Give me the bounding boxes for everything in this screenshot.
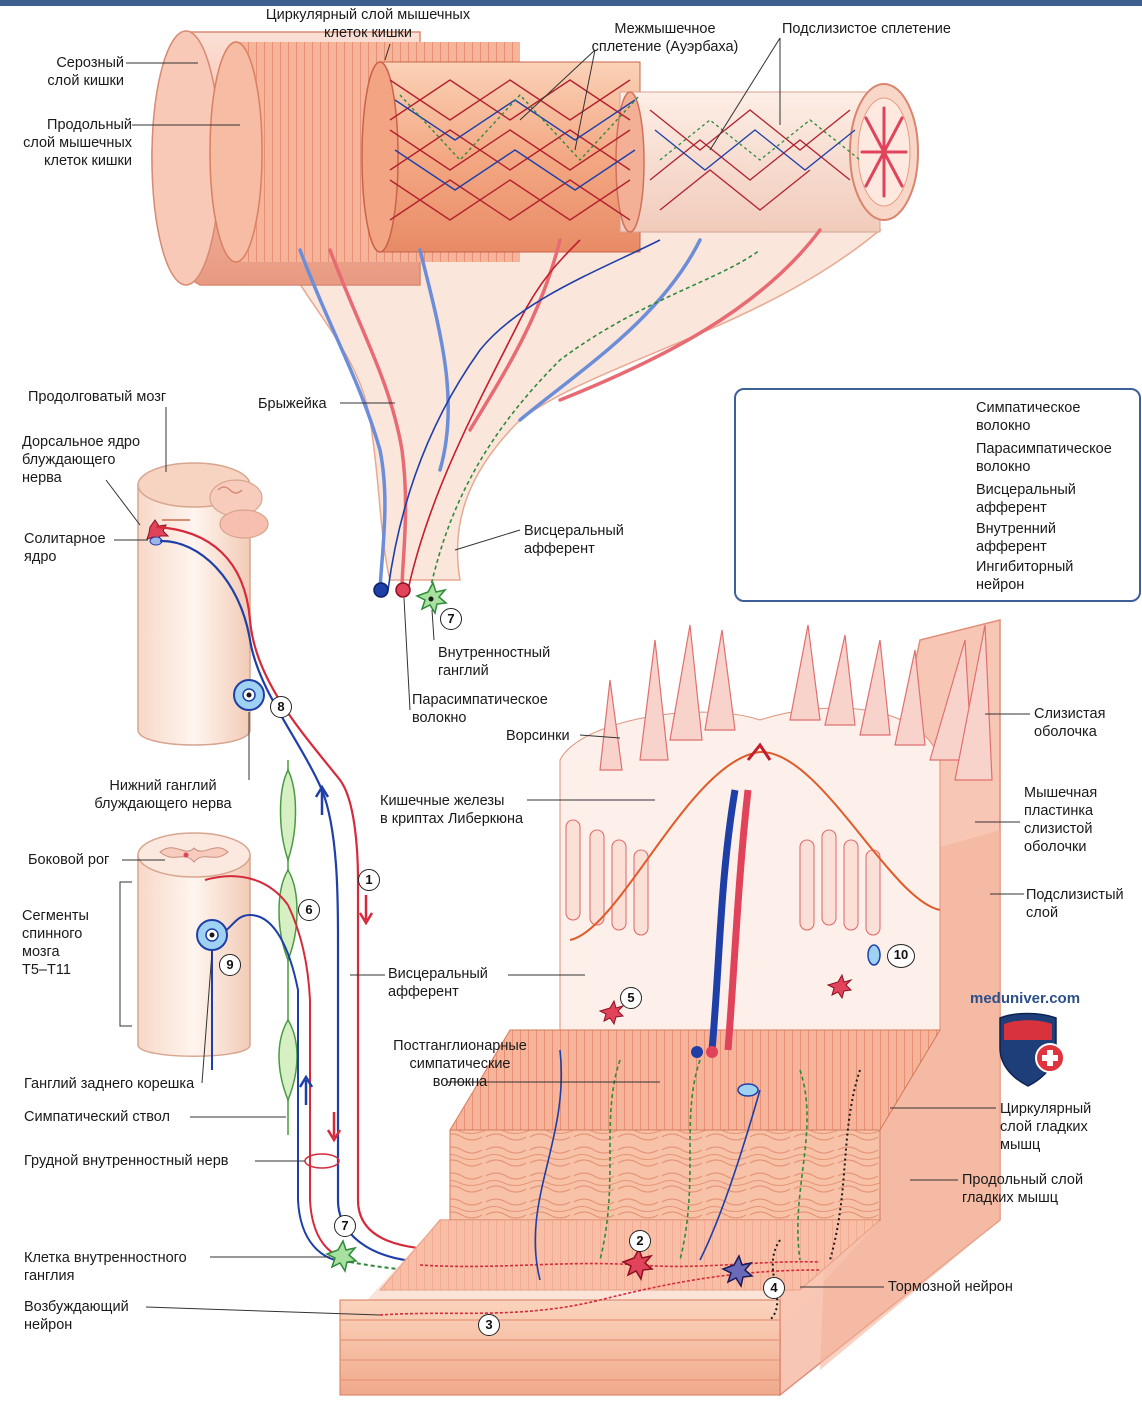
splanchnic-nerve-label: Грудной внутренностный нерв — [24, 1152, 228, 1170]
inhibitory-neuron-label: Тормозной нейрон — [888, 1278, 1013, 1296]
circular-muscle-label: Циркулярный слой мышечных клеток кишки — [248, 6, 488, 42]
marker-2: 2 — [629, 1230, 651, 1252]
medulla-label: Продолговатый мозг — [28, 388, 166, 406]
visceral-afferent-top-label: Висцеральный афферент — [524, 522, 624, 558]
submucosa-label: Подслизистый слой — [1026, 886, 1124, 922]
dorsal-vagal-nucleus-label: Дорсальное ядро блуждающего нерва — [22, 433, 140, 487]
meduniver-shield-logo — [1000, 1014, 1064, 1087]
marker-6: 6 — [298, 899, 320, 921]
marker-3: 3 — [478, 1314, 500, 1336]
visceral-ganglion-cell-label: Клетка внутренностного ганглия — [24, 1249, 187, 1285]
marker-5: 5 — [620, 987, 642, 1009]
serosa-label: Серозный слой кишки — [20, 54, 124, 90]
mucosa-label: Слизистая оболочка — [1034, 705, 1105, 741]
sympathetic-trunk-label: Симпатический ствол — [24, 1108, 170, 1126]
spinal-cord-segment — [138, 833, 250, 1056]
visceral-afferent-mid-label: Висцеральный афферент — [388, 965, 488, 1001]
marker-8: 8 — [270, 696, 292, 718]
excitatory-neuron-label: Возбуждающий нейрон — [24, 1298, 129, 1334]
circular-smooth-muscle-label: Циркулярный слой гладких мышц — [1000, 1100, 1091, 1154]
visceral-ganglion-label: Внутренностный ганглий — [438, 644, 550, 680]
myenteric-plexus-label: Межмышечное сплетение (Ауэрбаха) — [576, 20, 754, 56]
marker-1: 1 — [358, 869, 380, 891]
drg-label: Ганглий заднего корешка — [24, 1075, 194, 1093]
marker-10: 10 — [887, 944, 915, 968]
marker-4: 4 — [763, 1277, 785, 1299]
marker-9: 9 — [219, 954, 241, 976]
legend-visceral-afferent-text: Висцеральный афферент — [976, 481, 1076, 517]
visceral-ganglion-cell — [327, 1241, 356, 1271]
postganglionic-fibers-label: Постганглионарные симпатические волокна — [382, 1037, 538, 1091]
legend-sympathetic-text: Симпатическое волокно — [976, 399, 1080, 435]
submucosal-plexus-label: Подслизистое сплетение — [782, 20, 951, 38]
marker-7-top: 7 — [440, 608, 462, 630]
legend-intrinsic-afferent-text: Внутренний афферент — [976, 520, 1056, 556]
solitary-nucleus-label: Солитарное ядро — [24, 530, 106, 566]
nodose-ganglion-label: Нижний ганглий блуждающего нерва — [76, 777, 250, 813]
marker-7-bottom: 7 — [334, 1215, 356, 1237]
spinal-segments-label: Сегменты спинного мозга T5–T11 — [22, 907, 89, 979]
mesentery-label: Брыжейка — [258, 395, 327, 413]
lateral-horn-label: Боковой рог — [28, 851, 109, 869]
longitudinal-muscle-label: Продольный слой мышечных клеток кишки — [8, 116, 132, 170]
watermark-text: meduniver.com — [970, 990, 1080, 1007]
intestinal-glands-label: Кишечные железы в криптах Либеркюна — [380, 792, 523, 828]
parasympathetic-fiber-label: Парасимпатическое волокно — [412, 691, 548, 727]
villi-label: Ворсинки — [506, 727, 570, 745]
muscularis-mucosae-label: Мышечная пластинка слизистой оболочки — [1024, 784, 1097, 856]
sympathetic-trunk — [279, 760, 297, 1135]
legend-parasympathetic-text: Парасимпатическое волокно — [976, 440, 1112, 476]
longitudinal-smooth-muscle-label: Продольный слой гладких мышц — [962, 1171, 1083, 1207]
legend-inhibitory-text: Ингибиторный нейрон — [976, 558, 1073, 594]
